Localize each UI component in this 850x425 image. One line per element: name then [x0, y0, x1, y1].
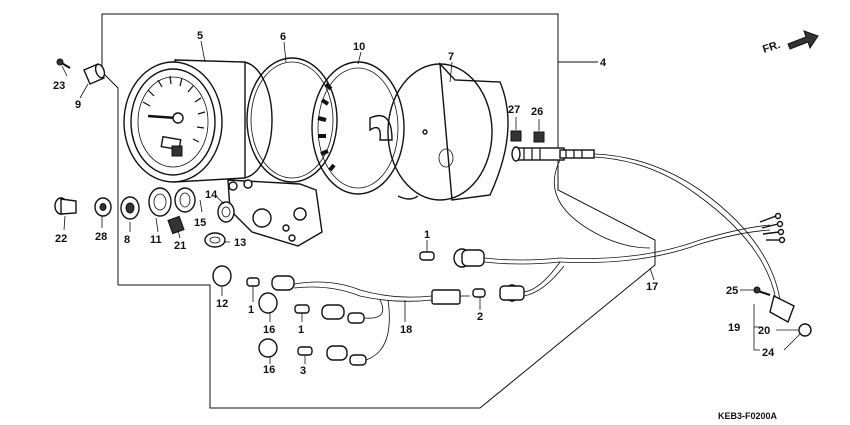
label-part-25: 25 [726, 285, 738, 297]
grommet-16-upper [258, 292, 278, 314]
label-part-4: 4 [600, 57, 607, 69]
label-part-17: 17 [646, 281, 658, 293]
label-part-14: 14 [205, 189, 218, 201]
label-part-12: 12 [216, 298, 228, 310]
grommet-14 [217, 201, 235, 223]
nut-27 [510, 130, 522, 142]
label-part-7: 7 [448, 51, 454, 63]
label-part-24: 24 [762, 347, 775, 359]
grommet-12 [212, 265, 232, 287]
label-part-21: 21 [174, 240, 186, 252]
label-part-1-middle: 1 [298, 324, 304, 336]
label-part-22: 22 [55, 233, 67, 245]
meter-outer-case [387, 62, 509, 201]
nut-26 [533, 131, 545, 143]
label-part-16-upper: 16 [263, 324, 275, 336]
label-part-19: 19 [728, 322, 740, 334]
part-number-labels: 5 6 10 7 4 9 23 8 11 15 21 14 13 22 28 1… [53, 30, 775, 377]
bulb-1-middle [294, 304, 310, 314]
bulb-2 [472, 288, 486, 298]
front-direction-label: FR. [761, 39, 782, 56]
socket-harness-17 [453, 248, 525, 302]
meter-ring [246, 57, 338, 183]
label-part-27: 27 [508, 104, 520, 116]
label-part-26: 26 [531, 106, 543, 118]
meter-bracket [227, 179, 323, 247]
label-part-5: 5 [197, 30, 203, 42]
speedometer-assembly [123, 59, 273, 183]
socket-9 [83, 63, 106, 85]
label-part-6: 6 [280, 31, 286, 43]
label-part-2: 2 [477, 311, 483, 323]
nut-8 [120, 196, 140, 220]
front-direction-indicator: FR. [761, 30, 819, 56]
bulb-1-left [246, 277, 260, 287]
front-arrow-icon [787, 30, 819, 50]
label-part-3: 3 [300, 365, 306, 377]
bulb-1-right [419, 251, 435, 261]
label-part-1-left: 1 [248, 304, 254, 316]
label-part-11: 11 [150, 234, 162, 246]
diagram-code: KEB3-F0200A [718, 411, 778, 421]
screw-25 [753, 286, 771, 296]
leader-lines [61, 40, 801, 364]
label-part-15: 15 [194, 217, 206, 229]
label-part-20: 20 [758, 325, 770, 337]
bolt-22 [54, 197, 77, 215]
label-part-8: 8 [124, 234, 130, 246]
bulb-3 [297, 346, 313, 356]
grommet-16-lower [258, 338, 278, 358]
grommet-11 [148, 187, 172, 217]
speedometer-cable-19 [511, 146, 812, 337]
wire-harness-17 [483, 212, 786, 297]
meter-inner-case [311, 61, 405, 195]
screw-23 [56, 58, 71, 69]
label-part-16-lower: 16 [263, 364, 275, 376]
washer-28 [94, 197, 112, 217]
socket-grommet-15 [174, 187, 196, 213]
label-part-10: 10 [353, 41, 365, 53]
clip-21 [167, 215, 185, 235]
label-part-18: 18 [400, 324, 412, 336]
label-part-23: 23 [53, 80, 65, 92]
wire-harness-18 [271, 275, 470, 366]
label-part-28: 28 [95, 231, 107, 243]
label-part-13: 13 [234, 237, 246, 249]
label-part-1-right: 1 [424, 229, 430, 241]
label-part-9: 9 [75, 99, 81, 111]
grommet-13 [204, 232, 226, 248]
